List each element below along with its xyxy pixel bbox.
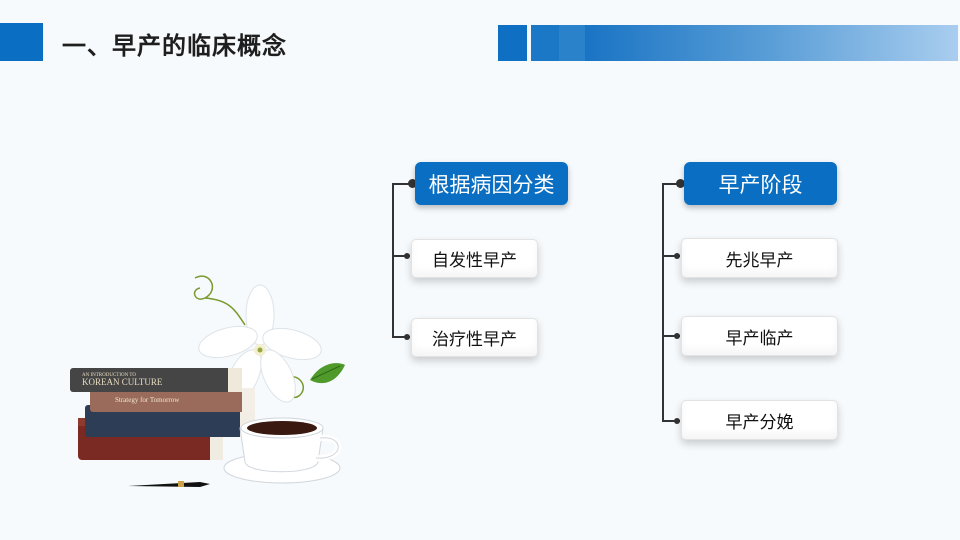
svg-text:KOREAN CULTURE: KOREAN CULTURE — [82, 377, 163, 387]
left-tree-branch — [392, 183, 414, 185]
left-item-1: 自发性早产 — [411, 239, 538, 278]
left-tree-line — [392, 184, 394, 338]
left-tree-branch — [392, 336, 410, 338]
svg-text:Strategy for Tomorrow: Strategy for Tomorrow — [115, 396, 180, 404]
right-item-1: 先兆早产 — [681, 238, 838, 278]
header-square — [531, 25, 560, 61]
left-item-2: 治疗性早产 — [411, 318, 538, 357]
header-square — [498, 25, 527, 61]
right-item-dot — [674, 418, 680, 424]
left-tree-branch — [392, 255, 410, 257]
right-tree-branch — [662, 335, 680, 337]
left-head-dot — [408, 179, 417, 188]
left-heading-box: 根据病因分类 — [415, 162, 568, 205]
header-square — [559, 25, 588, 61]
right-item-3: 早产分娩 — [681, 400, 838, 440]
left-item-dot — [404, 334, 410, 340]
page-title: 一、早产的临床概念 — [62, 32, 287, 60]
books-coffee-illustration: Strategy for Tomorrow AN INTRODUCTION TO… — [70, 275, 345, 487]
right-item-2: 早产临产 — [681, 316, 838, 356]
right-tree-branch — [662, 183, 684, 185]
left-item-dot — [404, 253, 410, 259]
right-item-dot — [674, 253, 680, 259]
right-item-dot — [674, 333, 680, 339]
header-gradient-bar — [585, 25, 958, 61]
header-accent-block — [0, 23, 43, 61]
svg-text:AN INTRODUCTION TO: AN INTRODUCTION TO — [82, 373, 136, 378]
right-head-dot — [676, 179, 685, 188]
right-heading-box: 早产阶段 — [684, 162, 837, 205]
right-tree-branch — [662, 420, 680, 422]
right-tree-branch — [662, 255, 680, 257]
right-tree-line — [662, 184, 664, 421]
pen-icon — [128, 481, 210, 487]
